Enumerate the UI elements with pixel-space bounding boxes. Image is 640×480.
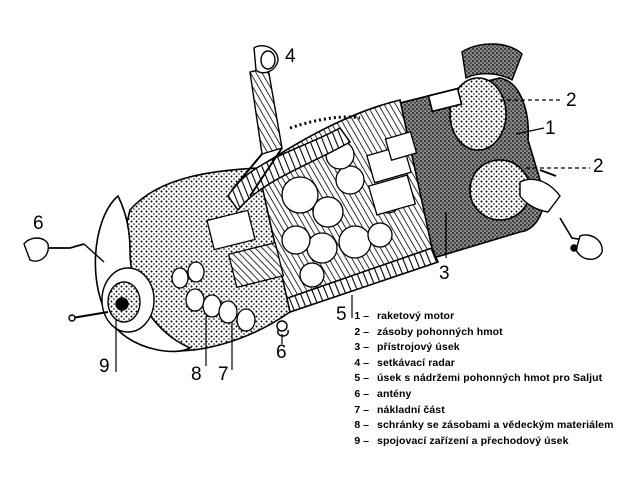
legend-number: 2 – (354, 325, 369, 338)
propellant-tank-upper (449, 77, 507, 151)
legend-text: úsek s nádržemi pohonných hmot pro Salju… (377, 372, 603, 385)
legend-text: setkávací radar (377, 356, 455, 369)
legend-text: přístrojový úsek (377, 341, 460, 354)
top-cover (227, 127, 352, 212)
radar-mast (231, 44, 283, 197)
legend-item-9: 9 – spojovací zařízení a přechodový úsek (343, 434, 638, 450)
callout-6-left: 6 (33, 213, 44, 234)
legend-item-1: 1 – raketový motor (343, 309, 638, 325)
docking-port (68, 267, 155, 333)
legend-number: 1 – (354, 310, 369, 322)
legend-item-3: 3 – přístrojový úsek (343, 340, 638, 356)
callout-9: 9 (99, 356, 110, 377)
callout-7: 7 (218, 364, 229, 385)
legend-item-5: 5 – úsek s nádržemi pohonných hmot pro Sa… (343, 371, 638, 387)
callout-2-upper: 2 (566, 90, 577, 111)
callout-2-lower: 2 (593, 156, 604, 177)
callout-8: 8 (191, 364, 202, 385)
legend-number: 7 – (354, 403, 369, 416)
legend-text: raketový motor (377, 310, 455, 322)
legend-item-2: 2 – zásoby pohonných hmot (343, 325, 638, 341)
legend: 1 – raketový motor 2 – zásoby pohonných hm… (343, 309, 638, 449)
engine-section (461, 43, 561, 213)
callout-3: 3 (439, 263, 450, 284)
legend-number: 6 – (354, 387, 369, 400)
callout-6-bottom: 6 (276, 342, 287, 363)
legend-number: 4 – (354, 356, 369, 369)
legend-item-8: 8 – schránky se zásobami a vědeckým mater… (343, 418, 638, 434)
cargo-spheres (281, 140, 402, 288)
callout-4: 4 (285, 46, 296, 67)
legend-item-4: 4 – setkávací radar (343, 356, 638, 372)
legend-number: 8 – (354, 419, 369, 432)
legend-item-6: 6 – antény (343, 387, 638, 403)
instrument-boxes (206, 131, 418, 289)
callout-leaders (115, 99, 590, 372)
legend-text: zásoby pohonných hmot (377, 325, 503, 338)
legend-item-7: 7 – nákladní část (343, 403, 638, 419)
callout-5: 5 (336, 304, 347, 325)
legend-text: nákladní část (377, 403, 445, 416)
legend-text: antény (377, 387, 412, 400)
legend-number: 9 – (354, 434, 369, 447)
legend-text: schránky se zásobami a vědeckým materiál… (377, 419, 614, 432)
legend-text: spojovací zařízení a přechodový úsek (377, 434, 569, 447)
antennas (23, 217, 603, 337)
legend-number: 3 – (354, 341, 369, 354)
containers (171, 261, 256, 332)
legend-number: 5 – (354, 372, 369, 385)
callout-1: 1 (545, 118, 556, 139)
